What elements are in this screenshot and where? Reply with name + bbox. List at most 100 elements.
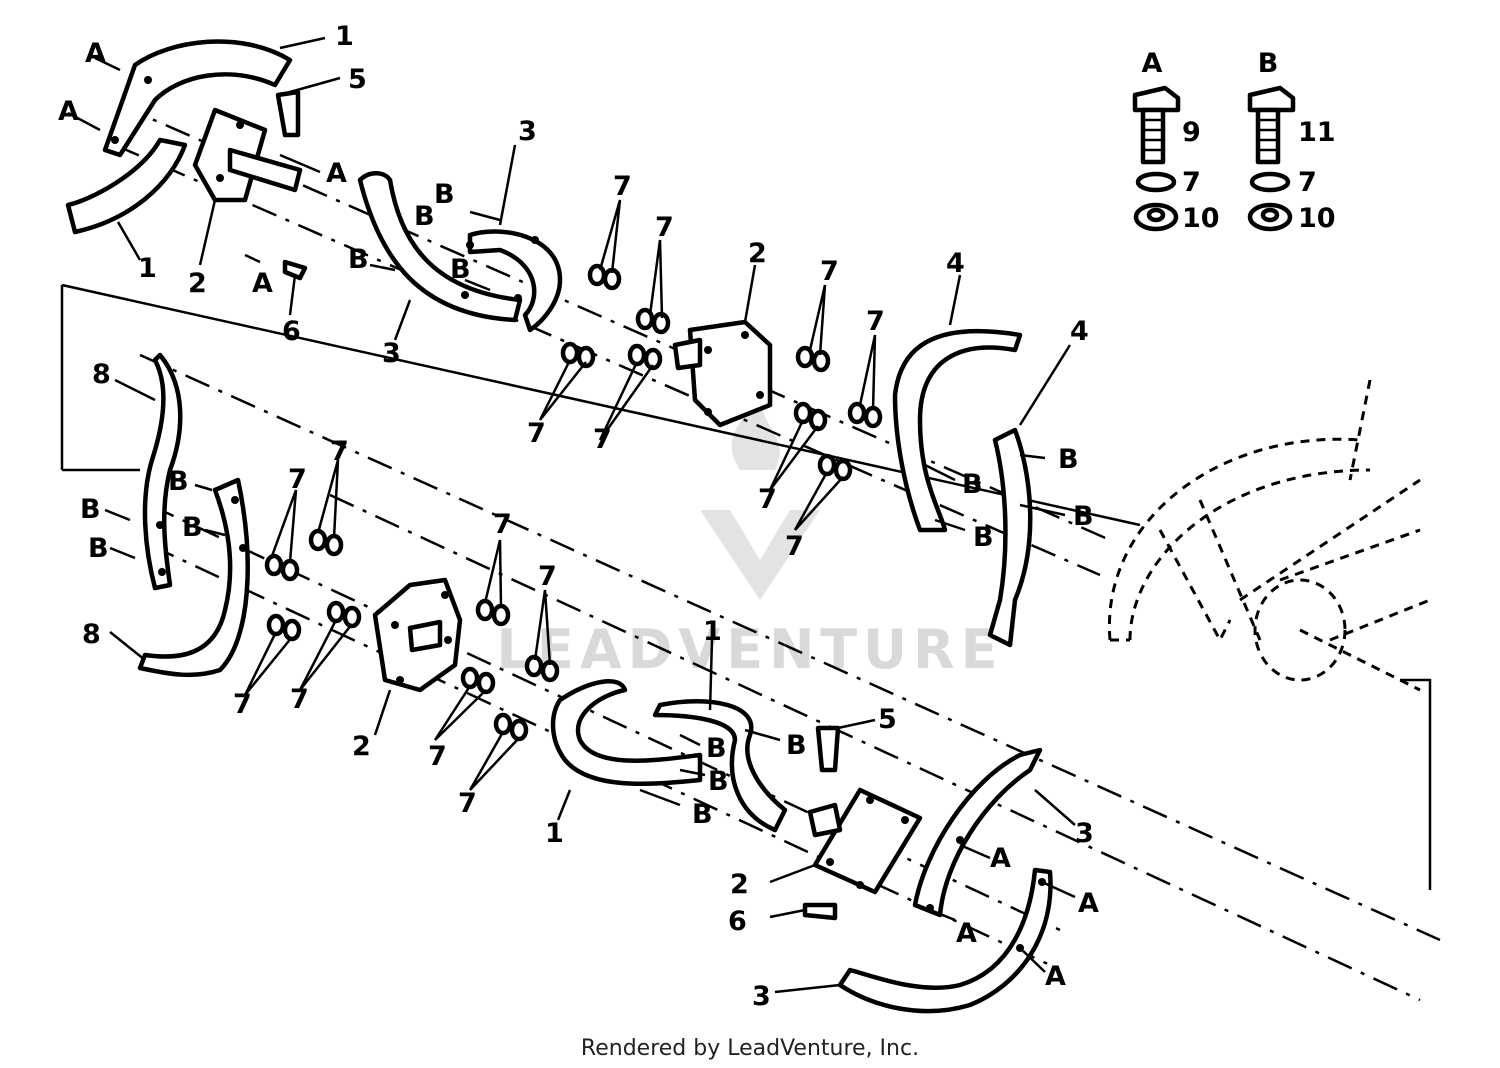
label-7: 7 [233,689,252,720]
label-b: B [80,494,101,525]
lockwasher-7-b [1249,171,1291,193]
tine-1-lower-a [550,679,703,787]
label-2: 2 [352,731,371,762]
legend-lockwasher-b-num: 7 [1298,167,1317,198]
lower-right-tine-group [550,679,1053,1014]
leader-lines [109,36,1076,994]
arrow-markers [67,56,1076,973]
label-2: 2 [188,268,207,299]
label-7: 7 [758,484,777,515]
label-b: B [706,733,727,764]
nut-10-b [1247,202,1293,232]
label-6: 6 [282,316,301,347]
upper-middle-tine-group [357,171,1033,648]
label-2: 2 [730,869,749,900]
label-b: B [1073,501,1094,532]
label-b: B [348,244,369,275]
label-a: A [252,268,273,299]
label-3: 3 [752,981,771,1012]
mount-plate-2-middle [687,319,773,428]
tine-8-b [137,477,250,678]
lower-left-tine-group [137,352,463,693]
label-5: 5 [878,704,897,735]
nut-10-a [1133,202,1179,232]
legend-lockwasher-a-num: 7 [1182,167,1201,198]
label-b: B [786,730,807,761]
pin-5-upper [275,89,301,138]
legend-a-letter: A [1142,48,1163,79]
shaft-middle [672,337,703,371]
label-7: 7 [613,171,632,202]
label-7: 7 [655,212,674,243]
label-b: B [414,201,435,232]
label-b: B [168,466,189,497]
label-b: B [973,522,994,553]
label-a: A [990,843,1011,874]
clip-6-lower [802,902,838,921]
tine-8-a [142,352,183,591]
shaft-upper [227,147,303,193]
hardware-legend: A B 9 11 7 7 10 10 [1132,48,1336,234]
label-3: 3 [382,338,401,369]
legend-bolt-9-num: 9 [1182,117,1201,148]
label-a: A [58,96,79,127]
credit-line: Rendered by LeadVenture, Inc. [580,1036,920,1061]
label-7: 7 [866,306,885,337]
tine-3-upper-a [357,171,523,323]
label-7: 7 [458,788,477,819]
washers-7-lower [264,528,560,742]
label-b: B [962,469,983,500]
label-1: 1 [703,616,722,647]
label-7: 7 [288,464,307,495]
label-7: 7 [290,684,309,715]
legend-bolt-11-num: 11 [1298,117,1336,148]
tine-4-a [892,328,1023,533]
lockwasher-7-a [1135,171,1177,193]
label-b: B [88,533,109,564]
tine-1-lower-b [652,699,788,833]
label-7: 7 [527,418,546,449]
label-3: 3 [1075,818,1094,849]
axis-lines [114,103,1441,1002]
rotor-hub-dotted [1107,379,1431,692]
label-3: 3 [518,116,537,147]
tine-4-b [987,427,1033,648]
label-a: A [1078,888,1099,919]
tine-1-upper-b [65,137,188,235]
legend-b-letter: B [1258,48,1279,79]
label-1: 1 [545,818,564,849]
mount-plate-2-lower-right [812,787,923,895]
label-b: B [434,179,455,210]
tine-1-upper-a [102,39,293,158]
washers-7-upper [560,263,883,482]
label-2: 2 [748,238,767,269]
tine-3-upper-b [467,229,563,333]
label-6: 6 [728,906,747,937]
tine-3-lower-a [912,747,1043,918]
label-4: 4 [1070,316,1089,347]
label-b: B [182,512,203,543]
tine-3-lower-b [837,867,1053,1014]
label-a: A [956,918,977,949]
upper-left-tine-group [65,39,308,281]
label-7: 7 [820,256,839,287]
label-7: 7 [538,561,557,592]
bolt-9 [1132,85,1181,165]
label-b: B [708,766,729,797]
pin-5-lower [815,725,841,773]
shaft-lower [407,619,443,653]
part-number-labels: 1 5 1 2 6 3 3 7 7 7 7 2 7 7 7 7 4 4 8 8 … [82,21,1094,1012]
label-7: 7 [593,424,612,455]
label-7: 7 [428,741,447,772]
label-5: 5 [348,64,367,95]
label-a: A [85,38,106,69]
shaft-lower-right [807,802,843,838]
watermark: LEADVENTURE [497,400,1004,681]
label-8: 8 [92,359,111,390]
label-a: A [326,158,347,189]
clip-6-upper [282,259,308,281]
watermark-text: LEADVENTURE [497,618,1004,681]
label-a: A [1045,961,1066,992]
label-4: 4 [946,248,965,279]
